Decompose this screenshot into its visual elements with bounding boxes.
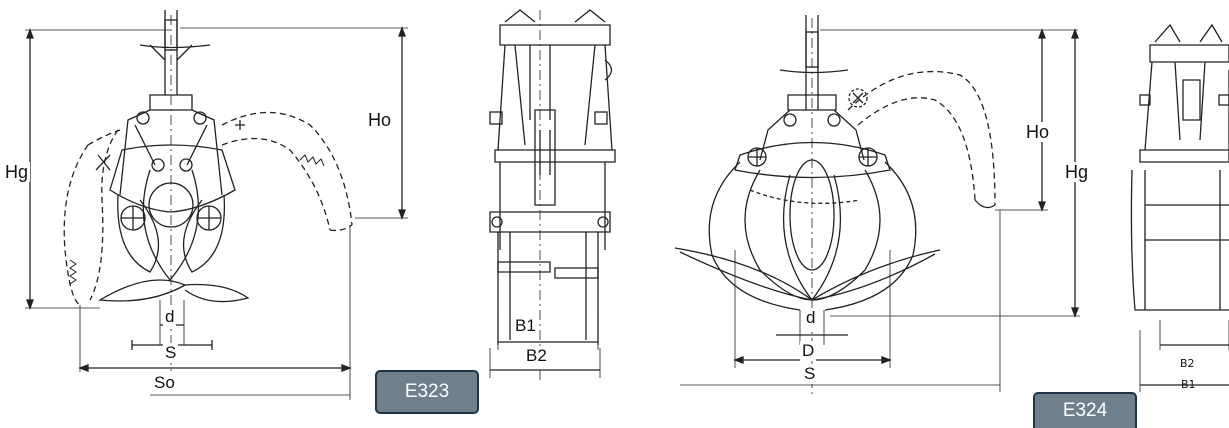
e324-side-view: [674, 15, 1080, 395]
e324-d-label: d: [804, 308, 818, 328]
e323-so-label: So: [152, 373, 177, 393]
e324-hg-label: Hg: [1063, 162, 1091, 182]
e324-big-d-label: D: [800, 341, 817, 361]
e324-b2-label: B2: [1180, 357, 1195, 370]
e323-side-view: [25, 10, 408, 400]
e324-b1-label: B1: [1181, 378, 1196, 391]
e324-model-badge: E324: [1033, 392, 1137, 428]
e323-b1-label: B1: [513, 316, 538, 336]
e323-hg-label: Hg: [3, 162, 31, 182]
e323-ho-label: Ho: [366, 110, 394, 130]
e323-b2-label: B2: [524, 346, 549, 366]
e323-s-label: S: [163, 343, 179, 363]
e324-front-view: [1130, 23, 1229, 392]
e324-ho-label: Ho: [1024, 122, 1052, 142]
e323-d-label: d: [163, 307, 177, 327]
e324-s-label: S: [802, 364, 818, 384]
e323-model-badge: E323: [375, 370, 479, 414]
e323-front-view: [489, 9, 616, 380]
